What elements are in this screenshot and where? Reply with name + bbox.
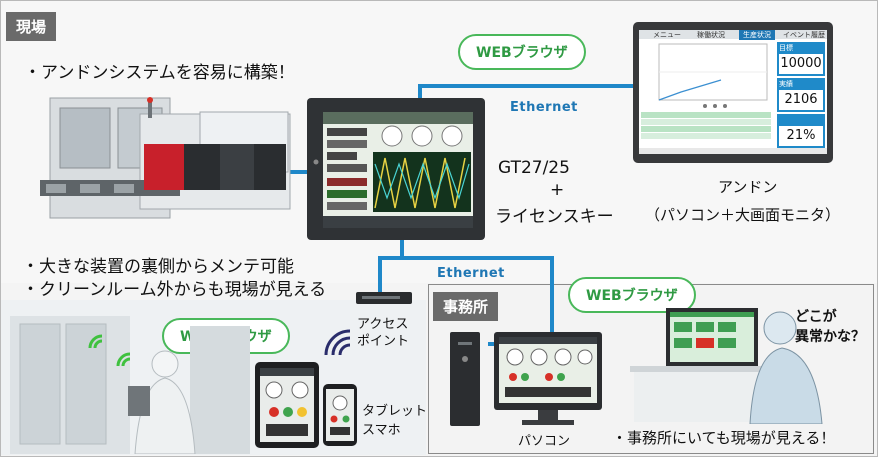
andon-tab-menu[interactable]: メニュー [653, 31, 681, 39]
gt-license-label: ライセンスキー [495, 207, 614, 227]
bullet-mid-1: ・大きな装置の裏側からメンテ可能 [22, 257, 294, 277]
tablet-device [255, 362, 319, 448]
wifi-icon-access [318, 323, 354, 363]
cleanroom-scene [10, 306, 250, 455]
andon-monitor: メニュー 稼働状況 生産状況 イベント履歴 目標 10000 実績 2106 2… [633, 22, 833, 163]
pc-tower [450, 332, 480, 426]
access-point-label-1: アクセス [357, 317, 409, 332]
ethernet-label-mid: Ethernet [437, 266, 505, 281]
pc-label: パソコン [518, 434, 571, 449]
gt27-hmi-panel [307, 98, 485, 240]
smartphone-device [323, 384, 357, 446]
andon-tab-production[interactable]: 生産状況 [739, 30, 775, 40]
pc-tower-drive [458, 342, 472, 345]
andon-metric-3-value: 21% [779, 126, 823, 146]
pc-tower-power [462, 356, 468, 362]
andon-metric-2-label: 実績 [779, 80, 793, 88]
office-monitor [494, 332, 602, 410]
bullet-mid-2: ・クリーンルーム外からも現場が見える [22, 280, 327, 300]
bullet-top: ・アンドンシステムを容易に構築！ [24, 63, 295, 83]
ethernet-line-top-h [418, 84, 640, 88]
tablet-screen [260, 368, 314, 442]
office-monitor-base [522, 420, 574, 425]
andon-tab-events[interactable]: イベント履歴 [783, 31, 825, 39]
andon-metric-1: 目標 10000 [777, 42, 825, 76]
gt-down-line [400, 236, 404, 258]
factory-machine [40, 94, 300, 224]
thought-line-2: 異常かな？ [795, 329, 865, 345]
smartphone-screen [326, 389, 354, 441]
ethernet-line-right-v [550, 256, 554, 342]
web-browser-pill-top: WEBブラウザ [458, 34, 586, 70]
andon-metric-1-value: 10000 [779, 54, 823, 74]
office-monitor-screen [499, 337, 597, 403]
devices-label-2: スマホ [362, 423, 401, 438]
office-worker-scene [620, 296, 866, 425]
office-tag: 事務所 [433, 292, 499, 321]
andon-status-bar [639, 148, 827, 154]
andon-metric-2-value: 2106 [779, 90, 823, 110]
andon-label: アンドン [718, 178, 778, 196]
gt-plus-label: + [550, 180, 565, 200]
andon-metric-3: 21% [777, 114, 825, 148]
ethernet-line-top-v [418, 84, 422, 108]
gt-model-label: GT27/25 [498, 158, 570, 178]
andon-tab-status[interactable]: 稼働状況 [697, 31, 725, 39]
bullet-office: ・事務所にいても現場が見える！ [612, 429, 836, 447]
devices-label-1: タブレット [362, 404, 428, 419]
access-point-device [356, 292, 412, 304]
andon-screen: メニュー 稼働状況 生産状況 イベント履歴 目標 10000 実績 2106 2… [639, 30, 827, 154]
web-browser-pill-mid: WEBブラウザ [568, 277, 696, 313]
ethernet-line-left-v [378, 256, 382, 292]
field-tag: 現場 [6, 12, 57, 41]
andon-metric-2: 実績 2106 [777, 78, 825, 112]
andon-metric-1-label: 目標 [779, 44, 793, 52]
access-point-leds [362, 296, 400, 299]
access-point-label-2: ポイント [357, 334, 410, 349]
andon-event-list [641, 112, 771, 146]
andon-trend-graph [658, 43, 768, 108]
ethernet-line-mid-h [378, 256, 554, 260]
thought-line-1: どこが [795, 309, 837, 325]
andon-sub-label: （パソコン＋大画面モニタ） [645, 206, 841, 224]
office-monitor-stand [538, 410, 558, 422]
andon-tab-bar: メニュー 稼働状況 生産状況 イベント履歴 [639, 30, 827, 40]
ethernet-label-top: Ethernet [510, 100, 578, 115]
